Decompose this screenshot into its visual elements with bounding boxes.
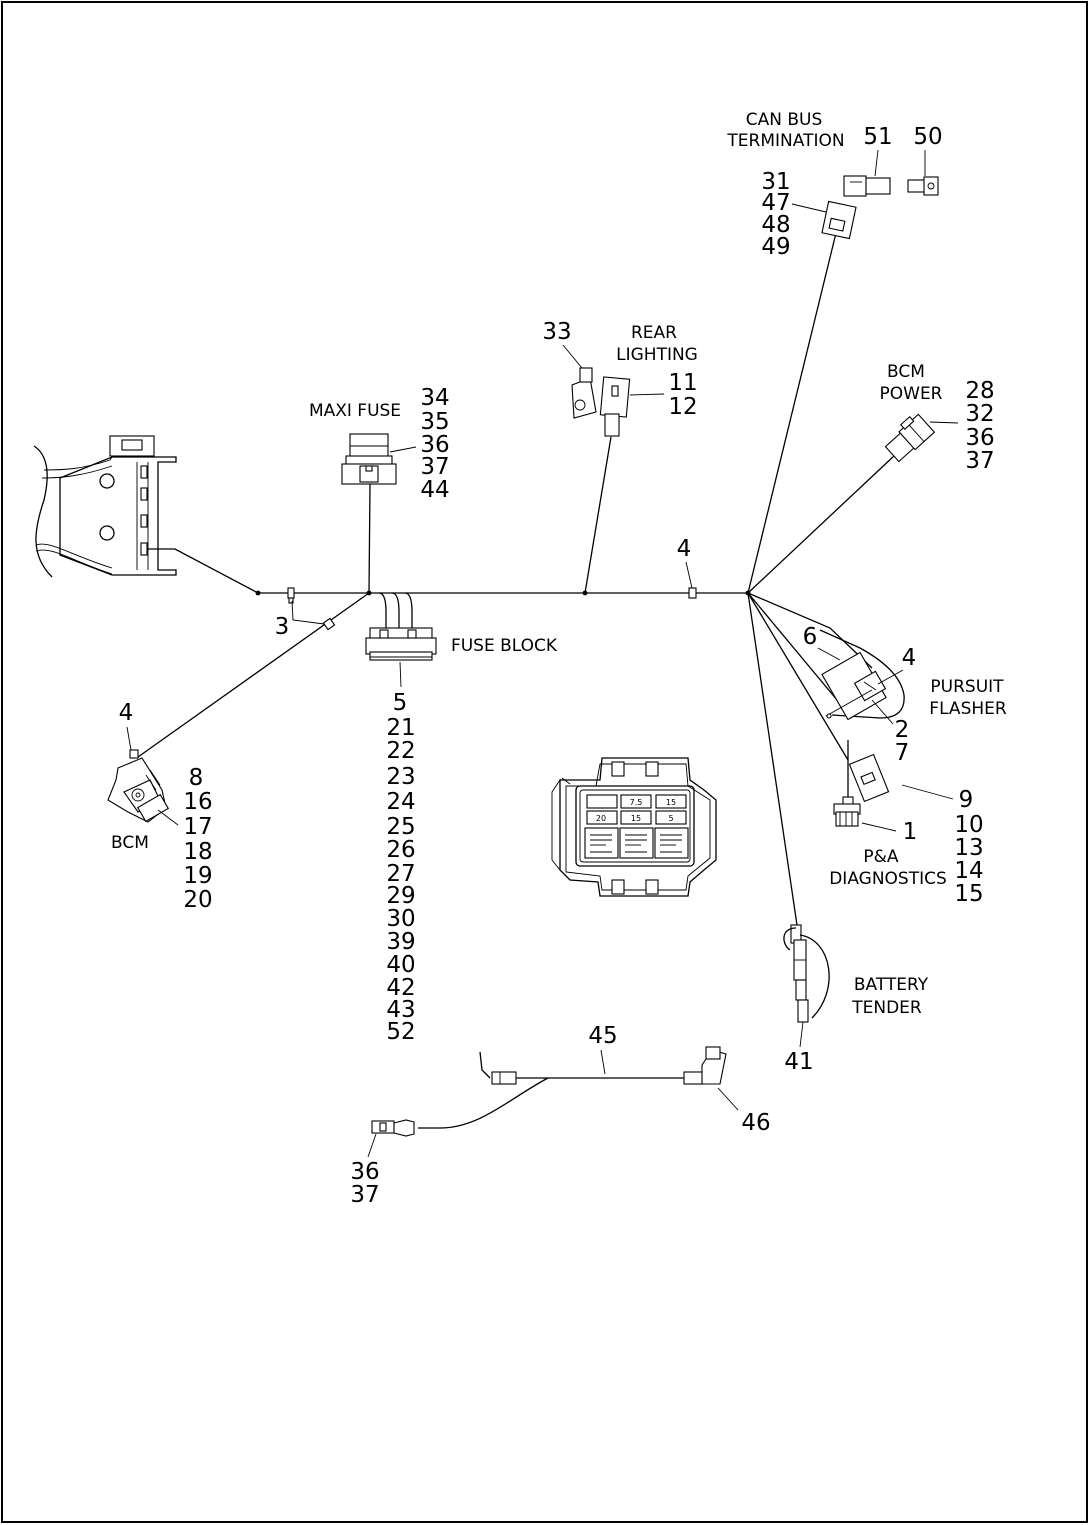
callout-42: 42 [386, 975, 415, 1001]
pursuit-flasher [819, 629, 905, 721]
callout-29: 29 [386, 883, 415, 909]
callout-30: 30 [386, 906, 415, 932]
callout-6: 6 [803, 624, 818, 650]
fuse-label-3: 20 [596, 814, 606, 823]
callout-47: 47 [761, 190, 790, 216]
harness-trunk [137, 232, 896, 926]
callout-35: 35 [420, 409, 449, 435]
fuse-block-callouts: 5 21 22 23 24 25 26 27 29 30 39 40 42 43… [386, 690, 415, 1045]
pursuit-flasher-label-1: PURSUIT [930, 677, 1004, 697]
callout-41: 41 [784, 1049, 813, 1075]
callout-19: 19 [183, 863, 212, 889]
callout-32: 32 [965, 401, 994, 427]
rear-lighting-connector [571, 367, 631, 437]
pa-diagnostics-connector [833, 740, 890, 827]
callout-16: 16 [183, 789, 212, 815]
callout-46: 46 [741, 1110, 770, 1136]
callout-7: 7 [895, 740, 910, 766]
bcm-power-label-1: BCM [887, 362, 925, 382]
pa-diagnostics-label-2: DIAGNOSTICS [829, 869, 947, 889]
callout-11: 11 [668, 370, 697, 396]
callout-20: 20 [183, 887, 212, 913]
fuse-label-2: 15 [666, 798, 676, 807]
callout-9: 9 [959, 787, 974, 813]
callout-17: 17 [183, 814, 212, 840]
callout-4-bcm: 4 [119, 700, 134, 726]
callout-26: 26 [386, 837, 415, 863]
callout-13: 13 [954, 835, 983, 861]
callout-37-power: 37 [965, 448, 994, 474]
callout-37-maxi: 37 [420, 454, 449, 480]
callout-28: 28 [965, 378, 994, 404]
callout-1: 1 [903, 819, 918, 845]
callout-25: 25 [386, 814, 415, 840]
callout-36-maxi: 36 [420, 432, 449, 458]
callout-37-cable: 37 [350, 1182, 379, 1208]
fuse-label-4: 15 [631, 814, 641, 823]
callout-3: 3 [275, 614, 290, 640]
callout-15: 15 [954, 881, 983, 907]
callout-33: 33 [542, 319, 571, 345]
accessory-cable [371, 1046, 727, 1137]
callout-51: 51 [863, 124, 892, 150]
callout-43: 43 [386, 997, 415, 1023]
callout-4-trunk: 4 [677, 536, 692, 562]
callout-39: 39 [386, 929, 415, 955]
callout-23: 23 [386, 764, 415, 790]
maxi-fuse-label: MAXI FUSE [309, 401, 401, 421]
callout-14: 14 [954, 858, 983, 884]
callout-12: 12 [668, 394, 697, 420]
callout-18: 18 [183, 839, 212, 865]
callout-4-flasher: 4 [902, 645, 917, 671]
fuse-label-5: 5 [668, 814, 673, 823]
battery-tender-connector [783, 924, 830, 1023]
callout-10: 10 [954, 812, 983, 838]
callout-52: 52 [386, 1019, 415, 1045]
callout-40: 40 [386, 952, 415, 978]
pursuit-flasher-label-2: FLASHER [929, 699, 1007, 719]
bcm-power-connector [884, 413, 936, 463]
callout-8: 8 [189, 765, 204, 791]
harness-clip-4 [688, 587, 697, 599]
callout-24: 24 [386, 789, 415, 815]
callout-48: 48 [761, 212, 790, 238]
callout-49: 49 [761, 234, 790, 260]
callout-44: 44 [420, 477, 449, 503]
callout-36-cable: 36 [350, 1159, 379, 1185]
callout-34: 34 [420, 385, 449, 411]
frame-bracket [33, 435, 177, 578]
can-bus-label-1: CAN BUS [746, 110, 823, 130]
can-bus-label-2: TERMINATION [726, 131, 844, 151]
fuse-block-detail: 7.5 15 20 15 5 [551, 757, 717, 897]
fuse-block-label: FUSE BLOCK [451, 636, 558, 656]
fuse-block-connector [365, 627, 437, 661]
bcm-label: BCM [111, 833, 149, 853]
bcm-module [107, 749, 170, 823]
callout-5: 5 [393, 690, 408, 716]
callout-21: 21 [386, 715, 415, 741]
callout-50: 50 [913, 124, 942, 150]
maxi-fuse-holder [341, 433, 397, 485]
harness-clip-3a [287, 587, 295, 604]
callout-31: 31 [761, 169, 790, 195]
fuse-label-1: 7.5 [630, 798, 643, 807]
harness-clip-3b [322, 617, 336, 631]
callout-45: 45 [588, 1023, 617, 1049]
battery-tender-label-1: BATTERY [854, 975, 929, 995]
battery-tender-label-2: TENDER [851, 998, 922, 1018]
can-bus-connector [821, 175, 939, 240]
callout-36-power: 36 [965, 425, 994, 451]
callout-27: 27 [386, 861, 415, 887]
callout-2: 2 [895, 717, 910, 743]
pa-diagnostics-label-1: P&A [863, 847, 899, 867]
bcm-power-label-2: POWER [880, 384, 943, 404]
rear-lighting-label-2: LIGHTING [616, 345, 698, 365]
rear-lighting-label-1: REAR [631, 323, 677, 343]
callout-22: 22 [386, 738, 415, 764]
